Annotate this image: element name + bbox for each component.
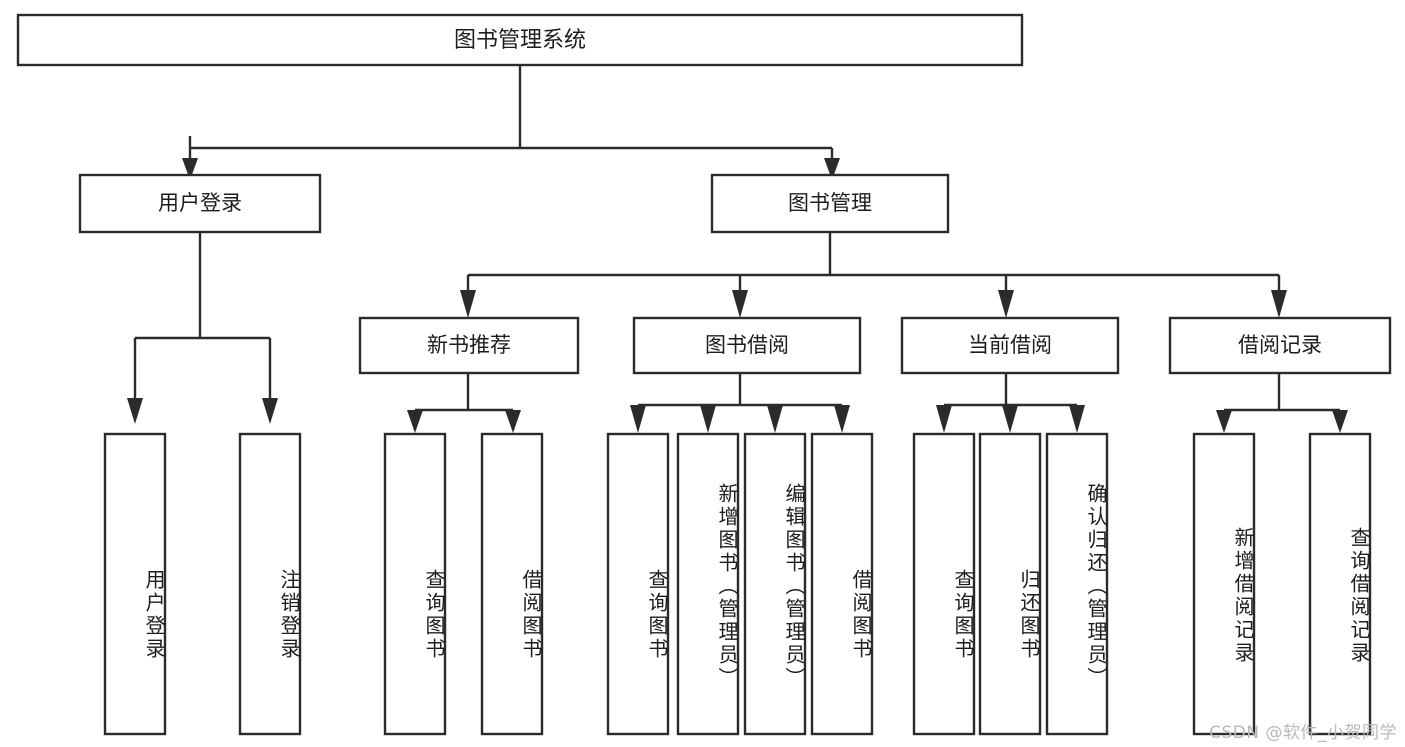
arrowhead-current-borrow xyxy=(998,290,1014,318)
arrowhead-leaf-query-book-3 xyxy=(936,405,952,433)
leaf-box-query-book-2[interactable] xyxy=(606,432,670,736)
node-new-book-recommend-label: 新书推荐 xyxy=(427,333,511,357)
arrowhead-leaf-logout-login xyxy=(262,398,278,424)
node-current-borrow-box[interactable] xyxy=(900,316,1120,375)
node-new-book-recommend[interactable]: 新书推荐 xyxy=(358,316,580,375)
arrowhead-leaf-query-book-2 xyxy=(630,405,646,433)
node-user-login-box[interactable] xyxy=(78,173,322,234)
leaf-box-add-record[interactable] xyxy=(1192,432,1256,736)
node-borrow-record-box[interactable] xyxy=(1168,316,1392,375)
node-borrow-record[interactable]: 借阅记录 xyxy=(1168,316,1392,375)
leaf-box-add-book[interactable] xyxy=(676,432,740,736)
node-new-book-recommend-box[interactable] xyxy=(358,316,580,375)
connector-bookmgmt-to-level2 xyxy=(460,232,1287,318)
leaf-box-return-book[interactable] xyxy=(978,432,1042,736)
node-root[interactable]: 图书管理系统 xyxy=(16,13,1024,67)
node-root-box[interactable] xyxy=(16,13,1024,67)
arrowhead-borrow-record xyxy=(1271,290,1287,318)
leaf-boxes xyxy=(103,432,1372,736)
leaf-box-logout-login[interactable] xyxy=(238,432,302,736)
node-user-login[interactable]: 用户登录 xyxy=(78,173,322,234)
node-current-borrow-label: 当前借阅 xyxy=(968,333,1052,357)
node-root-label: 图书管理系统 xyxy=(454,28,586,53)
connector-root-to-level1 xyxy=(182,65,840,180)
arrowhead-leaf-add-book xyxy=(700,405,716,433)
leaf-box-user-login[interactable] xyxy=(103,432,167,736)
arrowhead-leaf-confirm-return xyxy=(1069,405,1085,433)
arrowhead-leaf-add-record xyxy=(1216,410,1232,433)
connector-userlogin-to-leaves xyxy=(127,232,278,424)
leaf-box-query-book-1[interactable] xyxy=(383,432,447,736)
arrowhead-book-borrow xyxy=(732,290,748,318)
arrowhead-leaf-borrow-book-2 xyxy=(834,405,850,433)
node-user-login-label: 用户登录 xyxy=(158,191,242,215)
arrowhead-leaf-edit-book xyxy=(767,405,783,433)
node-book-borrow-label: 图书借阅 xyxy=(705,333,789,357)
csdn-watermark: CSDN @软件_小贺同学 xyxy=(1209,723,1397,743)
node-book-borrow[interactable]: 图书借阅 xyxy=(632,316,862,375)
connector-borrowrecord-to-leaves xyxy=(1216,373,1348,433)
arrowhead-leaf-return-book xyxy=(1002,405,1018,433)
node-book-management-label: 图书管理 xyxy=(788,191,872,215)
arrowhead-book-management xyxy=(824,158,840,180)
connector-bookborrow-to-leaves xyxy=(630,373,850,433)
leaf-box-borrow-book-2[interactable] xyxy=(810,432,874,736)
node-book-management[interactable]: 图书管理 xyxy=(710,173,950,234)
leaf-box-query-book-3[interactable] xyxy=(912,432,976,736)
node-book-management-box[interactable] xyxy=(710,173,950,234)
arrowhead-user-login xyxy=(182,158,198,180)
connector-currentborrow-to-leaves xyxy=(936,373,1085,433)
arrowhead-leaf-query-record xyxy=(1332,410,1348,433)
node-borrow-record-label: 借阅记录 xyxy=(1238,333,1322,357)
node-current-borrow[interactable]: 当前借阅 xyxy=(900,316,1120,375)
arrowhead-new-book-recommend xyxy=(460,290,476,318)
leaf-box-confirm-return[interactable] xyxy=(1045,432,1109,736)
leaf-box-edit-book[interactable] xyxy=(743,432,807,736)
leaf-box-query-record[interactable] xyxy=(1308,432,1372,736)
arrowhead-leaf-query-book-1 xyxy=(407,410,423,433)
node-book-borrow-box[interactable] xyxy=(632,316,862,375)
arrowhead-leaf-borrow-book-1 xyxy=(505,410,521,433)
connector-newbook-to-leaves xyxy=(407,373,521,433)
leaf-box-borrow-book-1[interactable] xyxy=(480,432,544,736)
arrowhead-leaf-user-login xyxy=(127,398,143,424)
